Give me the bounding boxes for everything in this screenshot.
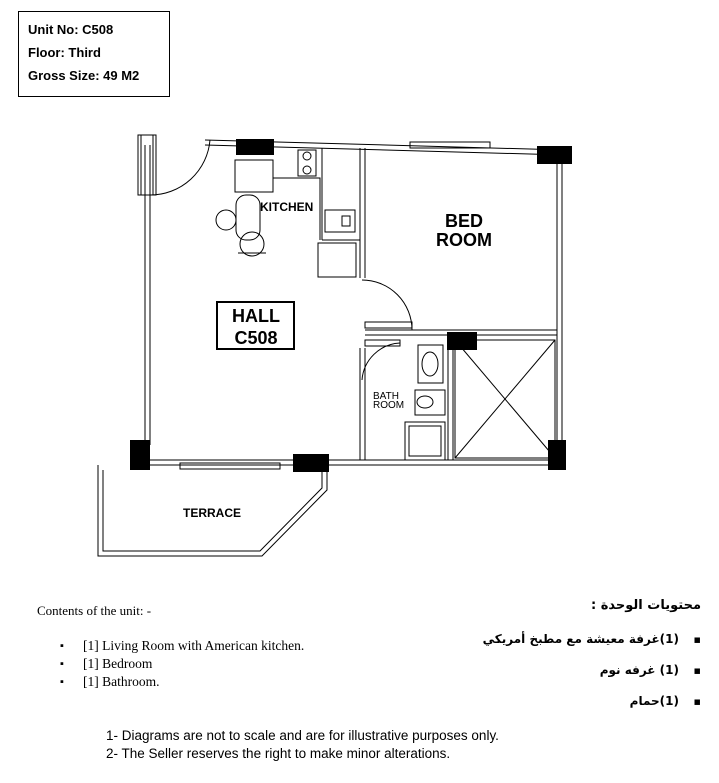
contents-list: [1] Living Room with American kitchen. [… [60, 637, 304, 691]
interior-walls [359, 148, 557, 460]
bathroom-label-line2: ROOM [373, 400, 404, 411]
dining-table [215, 194, 266, 257]
unit-number: Unit No: C508 [28, 22, 114, 37]
bedroom-window [409, 141, 491, 149]
hall-label-line2: C508 [234, 328, 277, 348]
entrance-door [137, 134, 211, 196]
terrace-label: TERRACE [183, 506, 241, 520]
kitchen-counter [234, 148, 360, 278]
bedroom-label-line2: ROOM [436, 230, 492, 250]
list-item: (1)حمام [483, 686, 702, 717]
bedroom-label-line1: BED [445, 211, 483, 231]
kitchen-label: KITCHEN [260, 200, 313, 214]
gross-size: Gross Size: 49 M2 [28, 68, 140, 83]
disclaimer-notes: 1- Diagrams are not to scale and are for… [106, 727, 499, 763]
hall-label-box [216, 301, 295, 350]
service-shaft [454, 339, 556, 459]
outer-walls [144, 139, 566, 466]
hall-label-line1: HALL [232, 306, 280, 326]
list-item: [1] Bedroom [60, 655, 304, 673]
list-item: (1) غرفه نوم [483, 655, 702, 686]
note-item: 2- The Seller reserves the right to make… [106, 746, 451, 761]
floor-label: Floor: Third [28, 45, 101, 60]
contents-list-arabic: (1)غرفة معيشة مع مطبخ أمريكي (1) غرفه نو… [483, 624, 702, 717]
unit-info-box: Unit No: C508 Floor: Third Gross Size: 4… [18, 11, 170, 97]
bathroom-door [361, 339, 401, 381]
list-item: [1] Bathroom. [60, 673, 304, 691]
structural-columns [130, 139, 572, 472]
contents-title-arabic: محتويات الوحدة : [591, 598, 701, 613]
note-item: 1- Diagrams are not to scale and are for… [106, 728, 499, 743]
bathroom-fixtures [404, 344, 446, 461]
bedroom-door [361, 279, 413, 331]
floor-plan: KITCHEN BED ROOM HALL C508 BATH ROOM TER… [97, 134, 572, 557]
list-item: [1] Living Room with American kitchen. [60, 637, 304, 655]
list-item: (1)غرفة معيشة مع مطبخ أمريكي [483, 624, 702, 655]
contents-title: Contents of the unit: - [37, 603, 152, 618]
bathroom-label-line1: BATH [373, 391, 399, 402]
terrace-outline [97, 462, 328, 557]
